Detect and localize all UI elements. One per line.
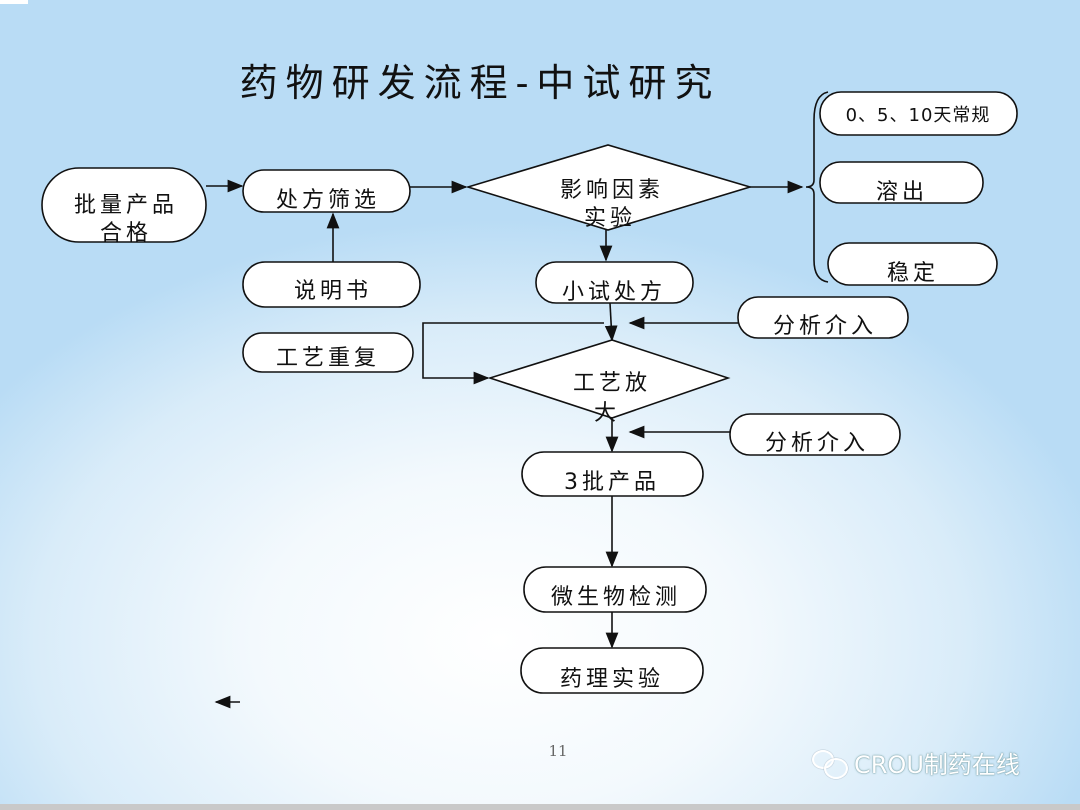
node-instructions bbox=[242, 261, 421, 308]
node-influence-factor bbox=[465, 144, 753, 231]
label-three-batches: 3批产品 bbox=[564, 470, 660, 495]
node-small-trial bbox=[535, 261, 694, 304]
node-formula-screening bbox=[242, 169, 411, 213]
node-three-batches bbox=[521, 451, 704, 497]
label-batch-qualified-2: 合格 bbox=[100, 221, 152, 246]
label-dissolution: 溶出 bbox=[876, 180, 928, 205]
label-process-repeat: 工艺重复 bbox=[276, 346, 380, 371]
label-stability: 稳定 bbox=[887, 261, 939, 286]
label-analysis-2: 分析介入 bbox=[765, 431, 869, 456]
bottom-strip bbox=[0, 804, 1080, 810]
node-scale-up bbox=[487, 339, 731, 419]
watermark-text: CROU制药在线 bbox=[854, 751, 1020, 779]
node-regular-test bbox=[819, 91, 1018, 136]
label-influence-factor-1: 影响因素 bbox=[560, 178, 664, 203]
label-instructions: 说明书 bbox=[294, 279, 372, 304]
node-stability bbox=[827, 242, 998, 286]
label-batch-qualified-1: 批量产品 bbox=[74, 193, 178, 218]
node-microbial bbox=[523, 566, 707, 613]
label-formula-screening: 处方筛选 bbox=[276, 188, 380, 213]
label-scale-up-2: 大 bbox=[594, 401, 620, 426]
label-small-trial: 小试处方 bbox=[562, 280, 666, 305]
arrow-small-trial-to-scaleup bbox=[604, 302, 618, 342]
node-pharmacology bbox=[520, 647, 704, 694]
label-influence-factor-2: 实验 bbox=[584, 206, 636, 231]
corner-mark bbox=[0, 0, 28, 4]
node-dissolution bbox=[819, 161, 984, 204]
wechat-icon bbox=[812, 748, 848, 779]
loop-process-repeat bbox=[422, 322, 604, 385]
label-analysis-1: 分析介入 bbox=[773, 314, 877, 339]
node-batch-qualified bbox=[41, 167, 207, 243]
node-analysis-1 bbox=[737, 296, 909, 339]
watermark: CROU制药在线 bbox=[812, 745, 1020, 780]
slide-title: 药物研发流程-中试研究 bbox=[239, 61, 721, 105]
page-number: 11 bbox=[548, 742, 568, 760]
node-process-repeat bbox=[242, 332, 414, 373]
brace bbox=[805, 91, 829, 283]
label-regular-test: 0、5、10天常规 bbox=[846, 105, 991, 126]
node-analysis-2 bbox=[729, 413, 901, 456]
label-microbial: 微生物检测 bbox=[551, 585, 681, 610]
label-scale-up-1: 工艺放 bbox=[573, 371, 651, 396]
label-pharmacology: 药理实验 bbox=[560, 667, 664, 692]
